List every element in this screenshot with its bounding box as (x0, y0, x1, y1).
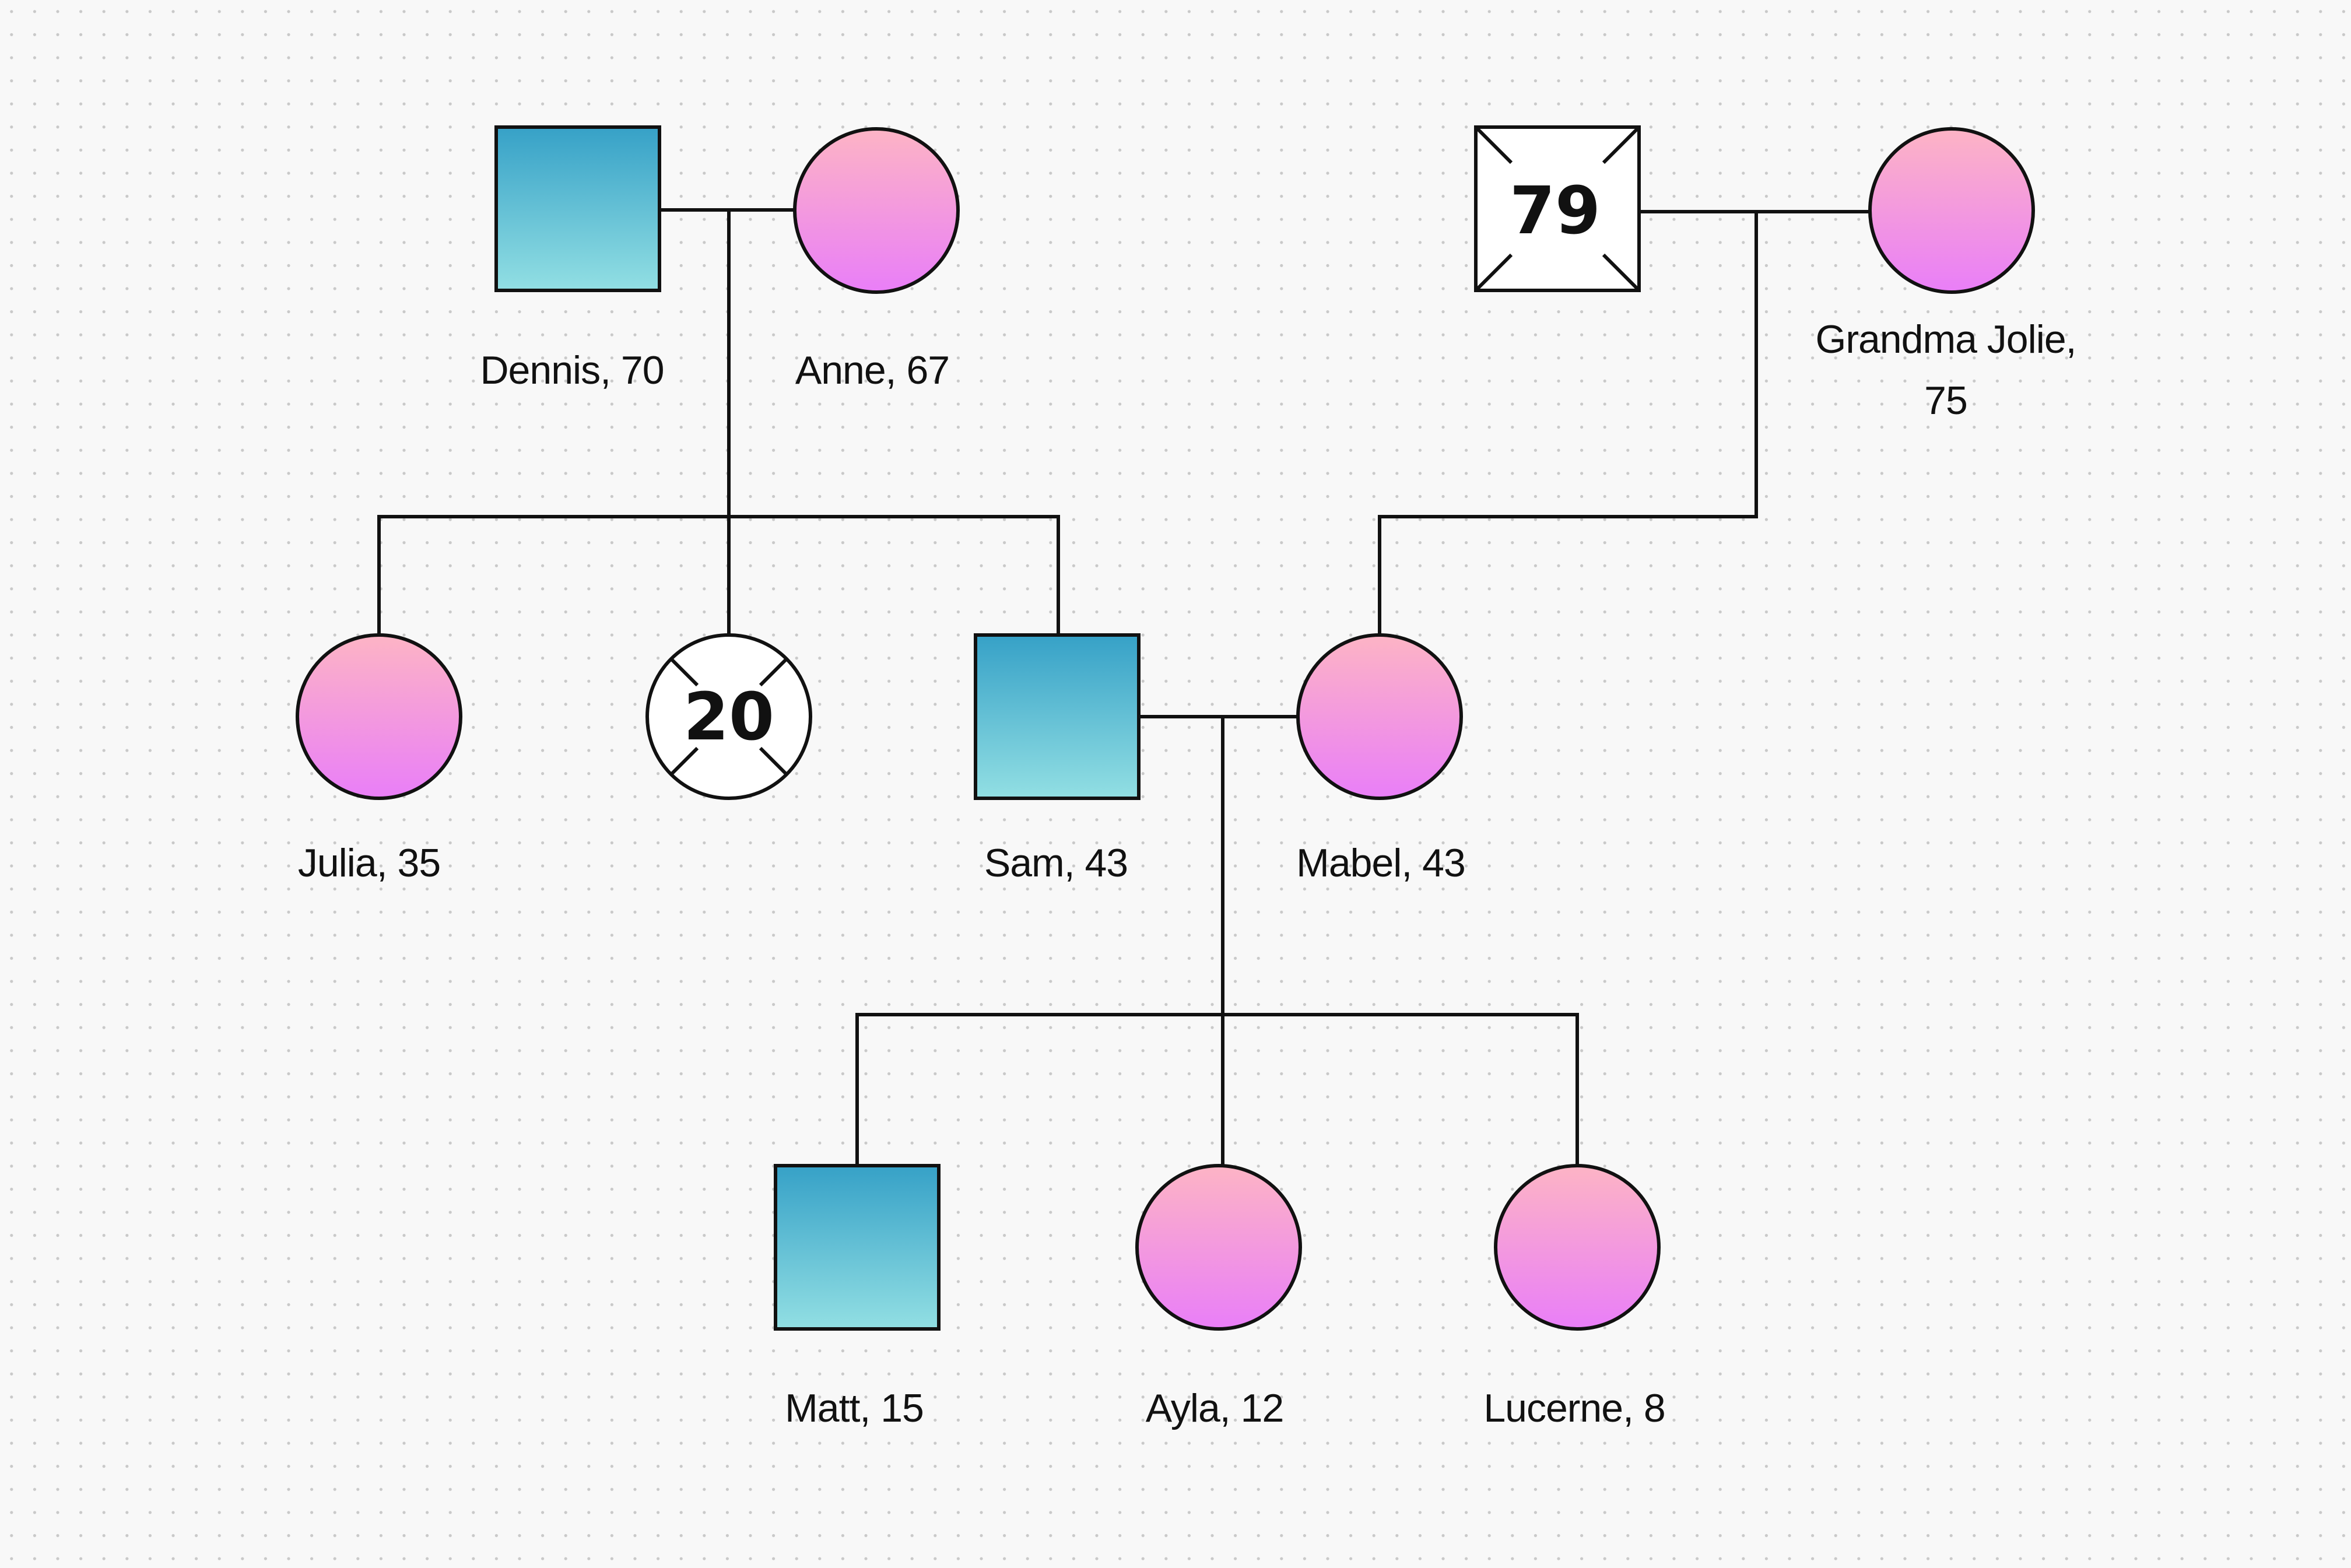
mabel-label: Mabel, 43 (1296, 841, 1465, 885)
jolie-female-circle[interactable] (1868, 127, 2035, 294)
lucerne-female-circle[interactable] (1494, 1164, 1661, 1331)
ayla-label: Ayla, 12 (1146, 1386, 1283, 1430)
sam-male-square[interactable] (974, 633, 1141, 800)
anne-label: Anne, 67 (795, 348, 949, 392)
matt-label: Matt, 15 (785, 1386, 924, 1430)
grandpa-deceased-male-square[interactable]: 79 (1474, 125, 1641, 292)
mabel-female-circle[interactable] (1296, 633, 1463, 800)
lucerne-label: Lucerne, 8 (1483, 1386, 1665, 1430)
julia-label: Julia, 35 (298, 841, 440, 885)
matt-male-square[interactable] (774, 1164, 941, 1331)
sibling-age-mark: 20 (683, 679, 774, 755)
grandpa-age-mark: 79 (1510, 173, 1601, 249)
anne-female-circle[interactable] (793, 127, 960, 294)
dennis-label: Dennis, 70 (480, 348, 664, 392)
julia-female-circle[interactable] (296, 633, 462, 800)
sam-label: Sam, 43 (984, 841, 1128, 885)
jolie-label-line-1: Grandma Jolie, (1815, 317, 2076, 362)
connector-lines (377, 208, 1871, 1166)
ayla-female-circle[interactable] (1135, 1164, 1302, 1331)
sibling-deceased-female-circle[interactable]: 20 (645, 633, 812, 800)
jolie-label-line-2: 75 (1924, 378, 1967, 423)
dennis-male-square[interactable] (494, 125, 661, 292)
